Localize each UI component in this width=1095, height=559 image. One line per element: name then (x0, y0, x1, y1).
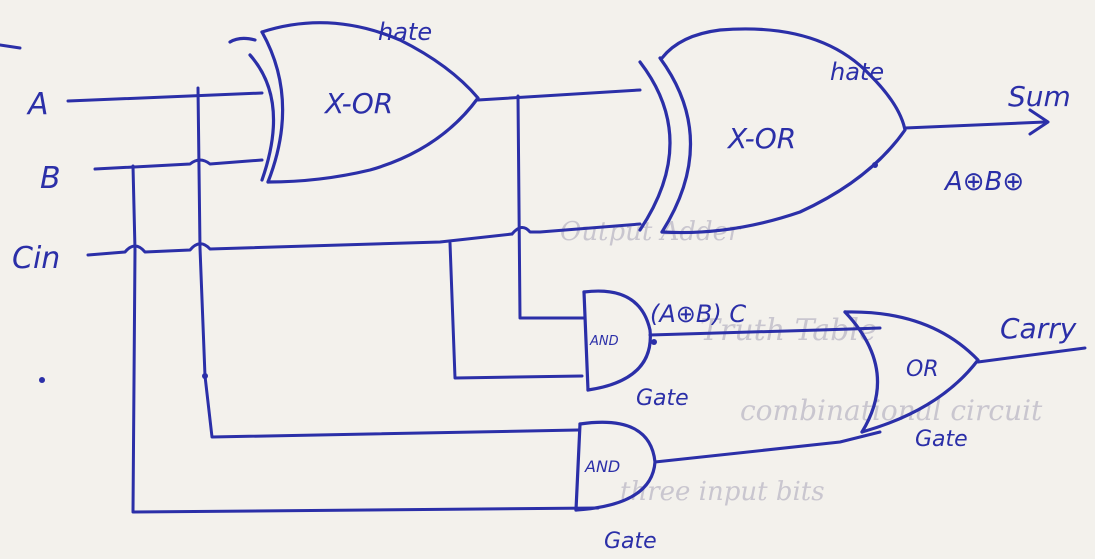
and2-label: AND (584, 457, 620, 476)
wire-xor1-out (476, 88, 642, 102)
input-label-cin: Cin (12, 241, 60, 276)
input-label-a: A (26, 87, 49, 122)
wire-carry (976, 346, 1087, 364)
xor2-label: X-OR (726, 122, 796, 155)
stray-mark (0, 43, 22, 50)
xor1-note: hate (378, 18, 432, 46)
wire-sum (903, 120, 1047, 130)
and-gate-1 (582, 289, 652, 392)
wire-b (93, 158, 264, 171)
and1-expression: (A⊕B) C (650, 300, 746, 328)
wire-cin (86, 232, 514, 257)
wires (0, 43, 1087, 514)
sum-arrowhead (1028, 108, 1050, 136)
or-gate (843, 310, 980, 434)
xor-gate-2 (638, 27, 907, 235)
and1-note: Gate (636, 386, 689, 411)
wire-cin-to-and1 (448, 241, 584, 380)
wire-b-branch (131, 164, 600, 514)
sum-expression: A⊕B⊕ (943, 167, 1024, 197)
or-label: OR (906, 357, 939, 382)
carry-label: Carry (1000, 312, 1077, 345)
xor1-label: X-OR (323, 87, 393, 120)
wire-a (66, 91, 264, 103)
wire-and2-out (653, 430, 882, 464)
and-gate-2 (574, 420, 657, 512)
background-bleed-through: Output Adder Truth Table combinational c… (560, 217, 1043, 507)
svg-text:three input bits: three input bits (620, 477, 825, 507)
sum-label: Sum (1008, 80, 1071, 113)
junction-dots (39, 162, 878, 383)
or-note: Gate (915, 427, 968, 452)
wire-xor1-to-and1 (516, 94, 587, 320)
xor2-note: hate (830, 58, 884, 86)
xor-gate-1 (228, 21, 480, 184)
and1-label: AND (589, 334, 619, 349)
input-label-b: B (40, 161, 61, 196)
labels: A B Cin X-OR hate X-OR hate AND Gate (A⊕… (12, 18, 1077, 554)
wire-cin-to-xor2 (510, 222, 642, 236)
and2-note: Gate (604, 529, 657, 554)
